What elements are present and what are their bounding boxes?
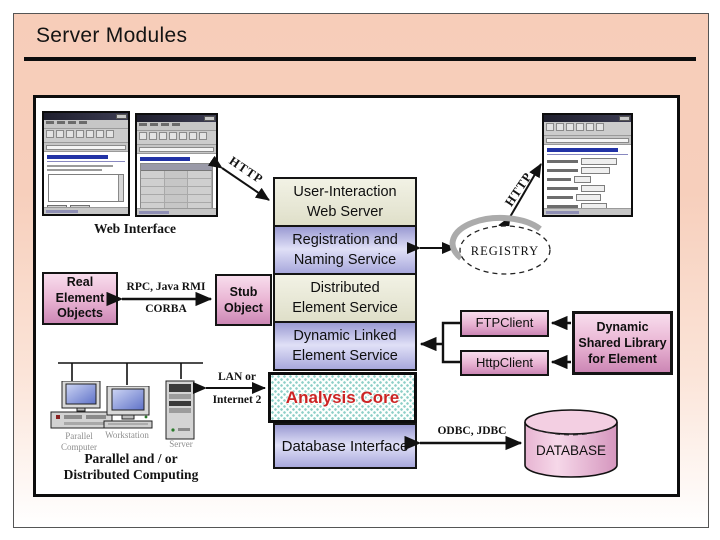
- heading-rule: [47, 161, 125, 162]
- table-row: [141, 195, 213, 203]
- workstation-label: Workstation: [105, 430, 149, 440]
- browser-addressbar: [44, 143, 128, 152]
- parallel-computer-label: Parallel Computer: [61, 431, 97, 452]
- results-table: [140, 163, 213, 208]
- browser-screenshot-submit-form: [42, 111, 130, 216]
- text-line-bar: [47, 165, 114, 167]
- title-underline: [24, 57, 696, 61]
- module-analysis-core: Analysis Core: [268, 372, 417, 423]
- server-label: Server: [169, 439, 193, 449]
- module-dynamic-linked-element-service: Dynamic Linked Element Service: [273, 321, 417, 371]
- form-row: [547, 167, 628, 174]
- table-header-row: [141, 164, 212, 171]
- page-heading-bar: [47, 155, 108, 159]
- browser-screenshot-results-table: [135, 113, 218, 217]
- module-registration-naming-service: Registration and Naming Service: [273, 225, 417, 275]
- browser-page-content: [44, 152, 128, 207]
- browser-titlebar: [544, 115, 631, 122]
- browser-toolbar: [544, 122, 631, 136]
- web-interface-label: Web Interface: [93, 221, 177, 236]
- odbc-jdbc-label: ODBC, JDBC: [437, 425, 507, 437]
- browser-toolbar: [44, 129, 128, 143]
- form-row: [547, 158, 628, 165]
- browser-addressbar: [544, 136, 631, 145]
- slide-title: Server Modules: [36, 24, 188, 47]
- browser-page-content: [544, 145, 631, 208]
- box-http-client: HttpClient: [460, 350, 549, 376]
- form-row: [547, 185, 628, 192]
- heading-rule: [547, 154, 628, 155]
- module-user-interaction-web-server: User-Interaction Web Server: [273, 177, 417, 227]
- table-row: [141, 187, 213, 195]
- textarea-placeholder: [48, 174, 124, 202]
- text-line-bar: [47, 169, 102, 171]
- module-database-interface: Database Interface: [273, 423, 417, 469]
- server-tower-icon: [165, 380, 195, 440]
- table-row: [141, 179, 213, 187]
- browser-addressbar: [137, 145, 216, 154]
- page-heading-bar: [140, 157, 190, 161]
- window-buttons-icon: [204, 116, 215, 121]
- browser-statusbar: [137, 208, 216, 215]
- box-dynamic-shared-library: Dynamic Shared Library for Element: [572, 311, 673, 375]
- module-distributed-element-service: Distributed Element Service: [273, 273, 417, 323]
- corba-label: CORBA: [145, 303, 187, 315]
- page-heading-bar: [547, 148, 619, 152]
- box-real-element-objects: Real Element Objects: [42, 272, 118, 325]
- window-buttons-icon: [619, 116, 630, 121]
- box-ftp-client: FTPClient: [460, 310, 549, 337]
- workstation-icon: [103, 386, 153, 429]
- browser-page-content: [137, 154, 216, 208]
- lan-label: LAN or: [217, 371, 256, 383]
- browser-screenshot-registration-form: [542, 113, 633, 217]
- box-stub-object: Stub Object: [215, 274, 272, 326]
- form-row: [547, 203, 628, 208]
- table-row: [141, 203, 213, 208]
- browser-menubar: [44, 120, 128, 129]
- browser-menubar: [137, 122, 216, 131]
- parallel-computer-icon: [50, 381, 113, 429]
- form-row: [547, 194, 628, 201]
- browser-statusbar: [544, 208, 631, 215]
- table-row: [141, 171, 213, 179]
- window-buttons-icon: [116, 114, 127, 119]
- browser-titlebar: [44, 113, 128, 120]
- parallel-distributed-caption: Parallel and / or Distributed Computing: [63, 451, 199, 482]
- button-row: [47, 205, 125, 207]
- browser-statusbar: [44, 207, 128, 214]
- form-row: [547, 176, 628, 183]
- browser-toolbar: [137, 131, 216, 145]
- browser-titlebar: [137, 115, 216, 122]
- internet2-label: Internet 2: [212, 394, 262, 406]
- rpc-java-rmi-label: RPC, Java RMI: [126, 281, 206, 293]
